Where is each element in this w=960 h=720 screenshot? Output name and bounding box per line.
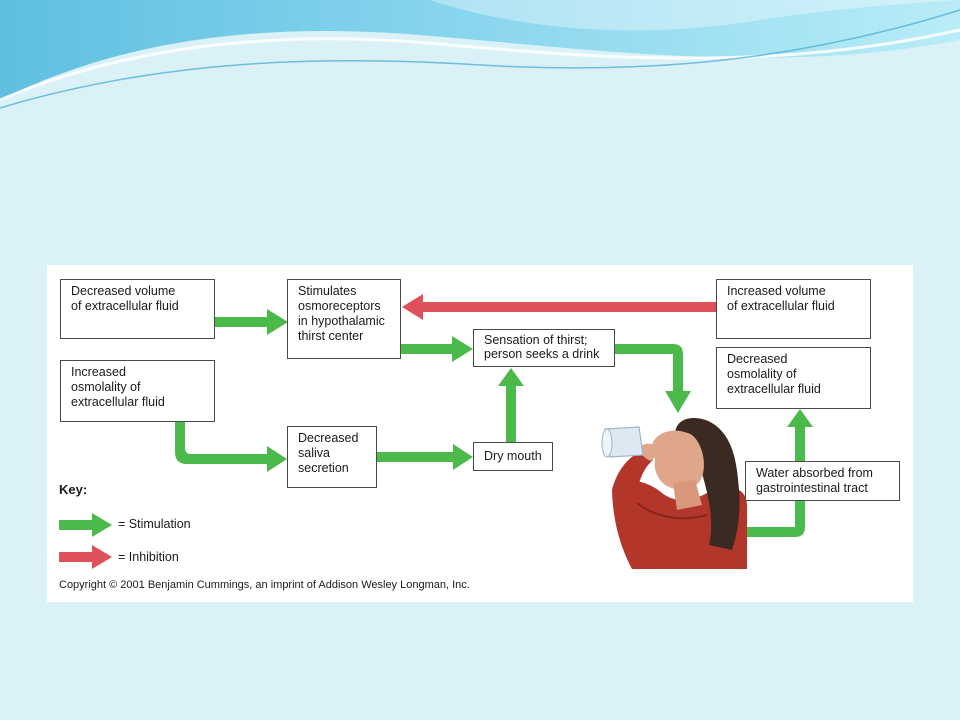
box-water-absorbed: Water absorbed from gastrointestinal tra… [745, 461, 900, 501]
box-increased-volume: Increased volume of extracellular fluid [716, 279, 871, 339]
slide-header-wave [0, 0, 960, 109]
box-decreased-volume: Decreased volume of extracellular fluid [60, 279, 215, 339]
arrow-drymouth-to-thirst [498, 368, 524, 442]
key-stimulation-arrow [59, 513, 112, 537]
key-inhibition-label: = Inhibition [118, 550, 179, 564]
key-inhibition-arrow [59, 545, 112, 569]
person-drinking-illustration [601, 418, 747, 569]
box-decreased-osmolality: Decreased osmolality of extracellular fl… [716, 347, 871, 409]
arrow-osmoreceptors-to-thirst [400, 336, 473, 362]
arrow-volume-to-osmoreceptors [214, 309, 288, 335]
arrow-thirst-to-person [614, 344, 691, 413]
key-title: Key: [59, 482, 88, 497]
box-decreased-saliva: Decreased saliva secretion [287, 426, 377, 488]
box-dry-mouth: Dry mouth [473, 442, 553, 471]
thirst-regulation-diagram: Decreased volume of extracellular fluid … [47, 265, 913, 602]
arrow-increased-volume-inhibits [402, 294, 716, 320]
copyright-notice: Copyright © 2001 Benjamin Cummings, an i… [59, 579, 470, 591]
arrow-osmolality-to-saliva [175, 422, 287, 472]
box-stimulates-osmoreceptors: Stimulates osmoreceptors in hypothalamic… [287, 279, 401, 359]
box-increased-osmolality: Increased osmolality of extracellular fl… [60, 360, 215, 422]
arrow-person-to-osmolality [739, 501, 805, 537]
key-stimulation-label: = Stimulation [118, 517, 191, 531]
arrow-saliva-to-drymouth [375, 444, 473, 470]
box-sensation-of-thirst: Sensation of thirst; person seeks a drin… [473, 329, 615, 367]
arrow-absorbed-to-osmolality [787, 409, 813, 461]
